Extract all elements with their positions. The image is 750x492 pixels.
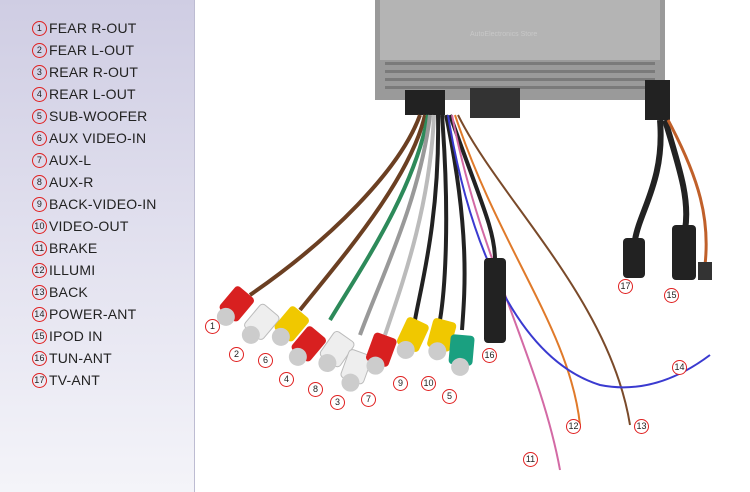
- legend-number-badge: 7: [32, 152, 47, 168]
- legend-label: REAR L-OUT: [49, 86, 136, 102]
- legend-number-badge: 9: [32, 196, 47, 212]
- legend-number-badge: 4: [32, 86, 47, 102]
- legend-number-badge: 16: [32, 350, 47, 366]
- tv-ant-connector: [623, 238, 645, 278]
- callout-7: 7: [361, 392, 376, 407]
- legend-number-badge: 1: [32, 20, 47, 36]
- callout-2: 2: [229, 347, 244, 362]
- legend-label: FEAR L-OUT: [49, 42, 135, 58]
- callout-13: 13: [634, 419, 649, 434]
- legend-number-badge: 2: [32, 42, 47, 58]
- callout-6: 6: [258, 353, 273, 368]
- legend-label: AUX-R: [49, 174, 94, 190]
- legend-label: SUB-WOOFER: [49, 108, 148, 124]
- legend-number-badge: 12: [32, 262, 47, 278]
- wiring-harness-photo: [216, 0, 712, 471]
- callout-15: 15: [664, 288, 679, 303]
- callout-3: 3: [330, 395, 345, 410]
- head-unit: [375, 0, 670, 120]
- legend-label: AUX-L: [49, 152, 92, 168]
- callout-11: 11: [523, 452, 538, 467]
- legend-number-badge: 15: [32, 328, 47, 344]
- legend-label: TV-ANT: [49, 372, 100, 388]
- watermark: AutoElectronics Store: [470, 31, 538, 38]
- legend-label: REAR R-OUT: [49, 64, 139, 80]
- callout-8: 8: [308, 382, 323, 397]
- tun-ant-connector: [484, 258, 506, 343]
- callout-10: 10: [421, 376, 436, 391]
- callout-12: 12: [566, 419, 581, 434]
- legend-label: TUN-ANT: [49, 350, 112, 366]
- rca-plugs: [216, 225, 712, 392]
- callout-1: 1: [205, 319, 220, 334]
- legend-label: BRAKE: [49, 240, 98, 256]
- legend-number-badge: 11: [32, 240, 47, 256]
- legend-number-badge: 3: [32, 64, 47, 80]
- callout-9: 9: [393, 376, 408, 391]
- callout-17: 17: [618, 279, 633, 294]
- legend-label: FEAR R-OUT: [49, 20, 137, 36]
- legend-label: BACK: [49, 284, 88, 300]
- cables: [248, 114, 711, 471]
- legend-number-badge: 8: [32, 174, 47, 190]
- legend-number-badge: 13: [32, 284, 47, 300]
- callout-14: 14: [672, 360, 687, 375]
- legend-label: VIDEO-OUT: [49, 218, 129, 234]
- legend-label: AUX VIDEO-IN: [49, 130, 147, 146]
- legend-number-badge: 14: [32, 306, 47, 322]
- callout-4: 4: [279, 372, 294, 387]
- callout-16: 16: [482, 348, 497, 363]
- legend-label: ILLUMI: [49, 262, 96, 278]
- callout-5: 5: [442, 389, 457, 404]
- legend-label: BACK-VIDEO-IN: [49, 196, 157, 212]
- legend-label: IPOD IN: [49, 328, 103, 344]
- legend-number-badge: 17: [32, 372, 47, 388]
- ipod-connector: [672, 225, 696, 280]
- legend-number-badge: 10: [32, 218, 47, 234]
- legend-number-badge: 5: [32, 108, 47, 124]
- legend-number-badge: 6: [32, 130, 47, 146]
- legend-label: POWER-ANT: [49, 306, 137, 322]
